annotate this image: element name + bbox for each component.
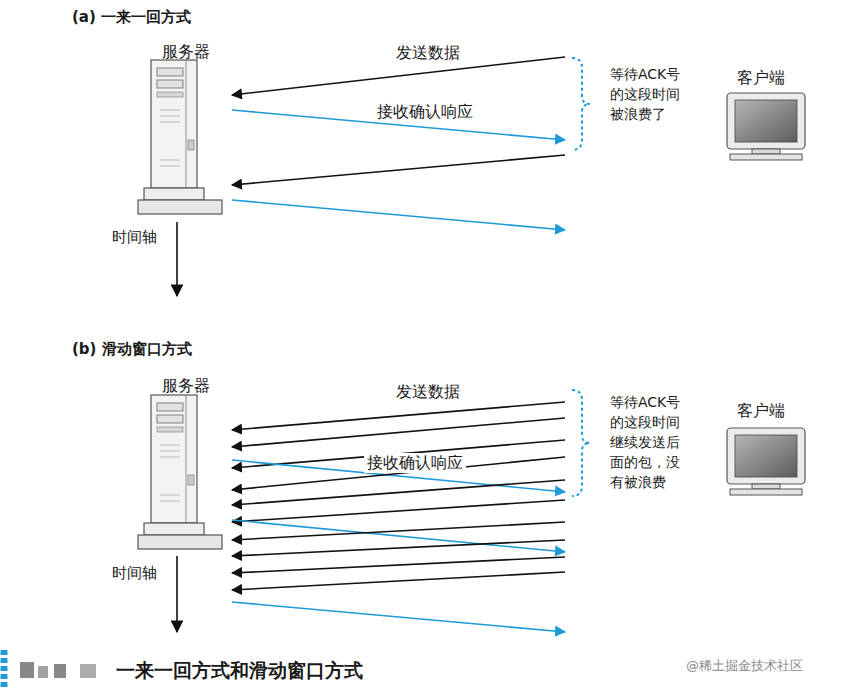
data-arrow — [232, 480, 565, 505]
server-icon — [138, 395, 222, 549]
data-arrow — [232, 500, 565, 522]
server-node: 服务器 — [140, 376, 232, 551]
callout-note: 等待ACK号的这段时间被浪费了 — [610, 64, 685, 124]
data-arrow — [232, 572, 565, 590]
axis-label: 时间轴 — [112, 228, 157, 247]
watermark: @稀土掘金技术社区 — [686, 657, 803, 675]
arrow-label: 接收确认响应 — [364, 453, 466, 473]
wait-bracket — [572, 390, 590, 496]
data-arrow — [232, 402, 565, 430]
panel-heading: (a) 一来一回方式 — [72, 8, 191, 27]
blurred-figure-number — [38, 666, 48, 678]
blurred-figure-number — [54, 664, 66, 678]
node-label: 服务器 — [140, 42, 232, 62]
data-arrow — [232, 155, 565, 185]
blurred-figure-number — [20, 662, 34, 678]
arrow-label: 发送数据 — [393, 382, 463, 402]
ack-arrow — [232, 200, 565, 230]
figure-caption: 一来一回方式和滑动窗口方式 — [116, 658, 363, 684]
time-axis — [176, 222, 178, 296]
node-label: 服务器 — [140, 376, 232, 396]
wait-bracket — [572, 58, 590, 150]
panel-heading: (b) 滑动窗口方式 — [72, 340, 192, 359]
data-arrow — [232, 418, 565, 447]
callout-note: 等待ACK号的这段时间继续发送后面的包，没有被浪费 — [610, 392, 685, 492]
ack-arrow — [232, 602, 565, 632]
client-node: 客户端 — [565, 68, 815, 160]
client-monitor — [727, 428, 805, 495]
client-monitor — [727, 93, 805, 160]
data-arrow — [232, 522, 565, 540]
server-node: 服务器 — [140, 42, 232, 217]
axis-label: 时间轴 — [112, 564, 157, 583]
client-node: 客户端 — [565, 401, 815, 493]
time-axis — [176, 556, 178, 632]
server-icon — [138, 60, 222, 214]
arrow-label: 接收确认响应 — [374, 102, 476, 122]
caption-bar — [1, 650, 8, 690]
arrow-label: 发送数据 — [393, 43, 463, 63]
blurred-figure-number — [80, 664, 96, 678]
data-arrow — [232, 557, 565, 573]
data-arrow — [232, 540, 565, 556]
